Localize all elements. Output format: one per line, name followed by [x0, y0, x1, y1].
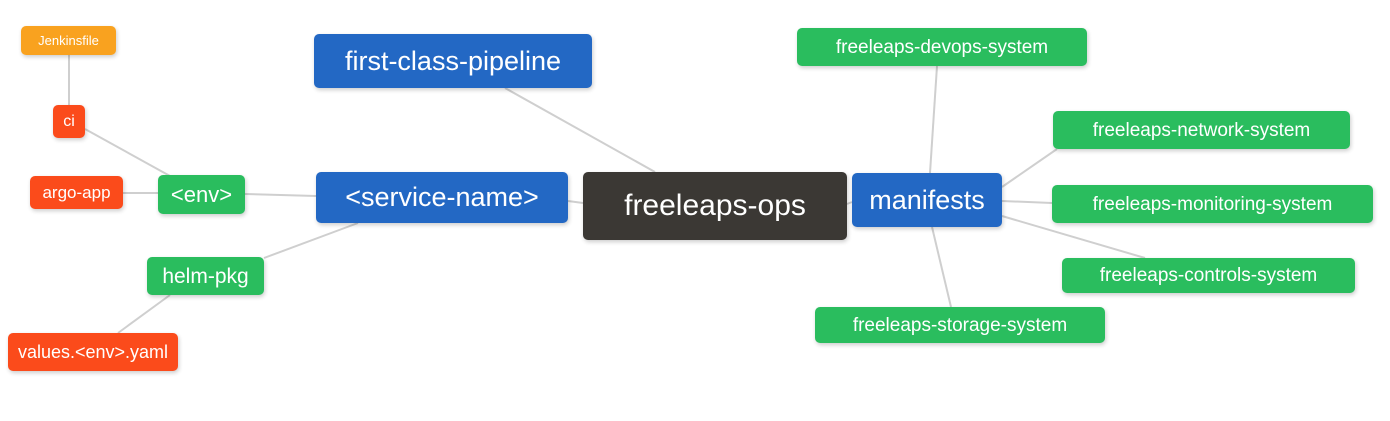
edge-manifests-monitoring [1001, 200, 1053, 204]
node-network-system[interactable]: freeleaps-network-system [1053, 111, 1350, 149]
edge-root-manifests [846, 201, 853, 205]
node-values-env-yaml[interactable]: values.<env>.yaml [8, 333, 178, 371]
edge-helm-pkg-service-name [263, 222, 359, 259]
node-freeleaps-ops[interactable]: freeleaps-ops [583, 172, 847, 240]
edge-manifests-network [1001, 148, 1058, 188]
node-jenkinsfile[interactable]: Jenkinsfile [21, 26, 116, 55]
edge-pipeline-root [504, 87, 656, 173]
node-service-name[interactable]: <service-name> [316, 172, 568, 223]
node-devops-system[interactable]: freeleaps-devops-system [797, 28, 1087, 66]
node-first-class-pipeline[interactable]: first-class-pipeline [314, 34, 592, 88]
edge-manifests-storage [931, 226, 952, 308]
edge-service-name-root [567, 200, 584, 204]
edge-manifests-controls [1001, 215, 1146, 259]
edge-values-helm-pkg [117, 294, 171, 334]
edge-ci-env [84, 128, 171, 177]
node-helm-pkg[interactable]: helm-pkg [147, 257, 264, 295]
node-ci[interactable]: ci [53, 105, 85, 138]
node-manifests[interactable]: manifests [852, 173, 1002, 227]
edge-env-service-name [244, 193, 317, 197]
node-controls-system[interactable]: freeleaps-controls-system [1062, 258, 1355, 293]
node-storage-system[interactable]: freeleaps-storage-system [815, 307, 1105, 343]
node-argo-app[interactable]: argo-app [30, 176, 123, 209]
edge-manifests-devops [929, 65, 938, 174]
node-env[interactable]: <env> [158, 175, 245, 214]
node-monitoring-system[interactable]: freeleaps-monitoring-system [1052, 185, 1373, 223]
